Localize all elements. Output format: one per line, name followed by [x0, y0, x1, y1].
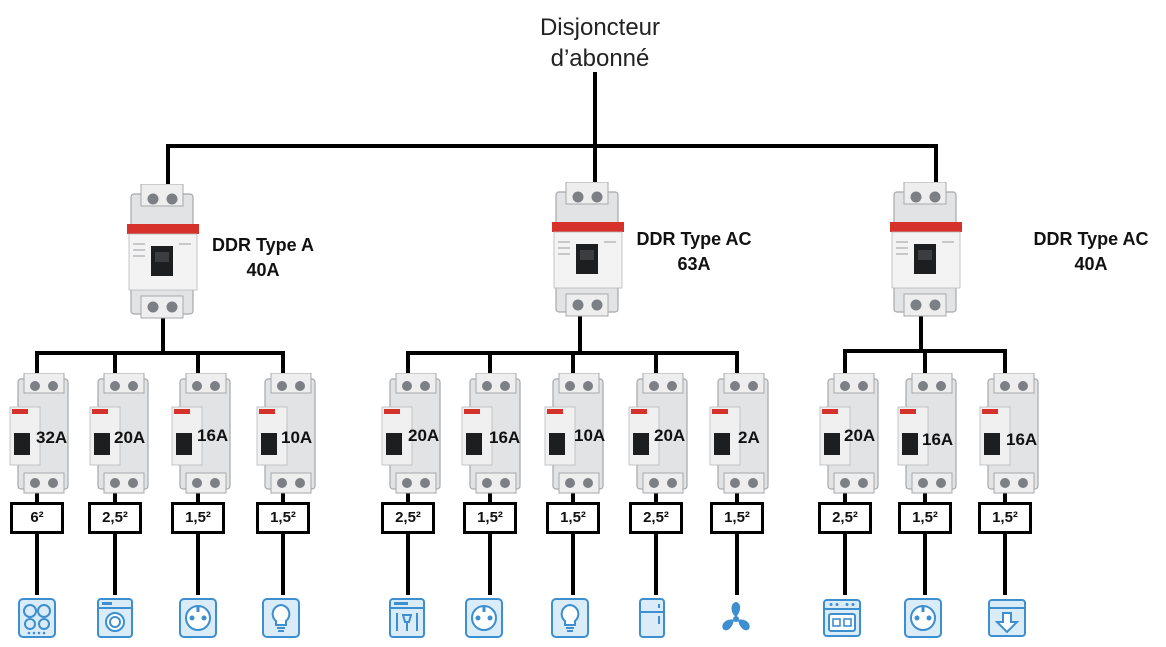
- breaker-rating: 10A: [574, 426, 606, 445]
- cable-section-box: 2,5²: [629, 502, 683, 534]
- fan-icon: [722, 602, 750, 631]
- ddr-type: DDR Type AC: [1033, 229, 1149, 249]
- ddr-type: DDR Type A: [211, 235, 314, 255]
- breaker-rating: 20A: [408, 426, 440, 445]
- ddr-device-2: [552, 182, 624, 317]
- ddr-device-1: [127, 184, 199, 319]
- breaker-rating: 16A: [197, 426, 229, 445]
- cable-section-box: 1,5²: [463, 502, 517, 534]
- ddr-label-3: DDR Type AC 40A: [1024, 227, 1158, 277]
- ddr-type: DDR Type AC: [636, 229, 752, 249]
- ddr-rating: 40A: [1074, 254, 1108, 274]
- cable-section-box: 6²: [10, 502, 64, 534]
- ddr-label-2: DDR Type AC 63A: [628, 227, 760, 277]
- oven-icon: [823, 599, 861, 637]
- dishwasher-icon: [389, 598, 425, 638]
- socket-icon: [179, 598, 217, 638]
- cooktop-icon: [18, 598, 56, 638]
- cable-section-box: 1,5²: [978, 502, 1032, 534]
- breaker-rating: 20A: [844, 426, 876, 445]
- light-bulb-icon: [551, 598, 589, 638]
- breaker-rating: 16A: [1006, 430, 1038, 449]
- ddr-rating: 40A: [246, 260, 280, 280]
- cable-section-box: 1,5²: [171, 502, 225, 534]
- cable-section-box: 2,5²: [381, 502, 435, 534]
- light-bulb-icon: [262, 598, 300, 638]
- main-breaker-label: Disjoncteur d’abonné: [495, 12, 705, 74]
- cable-section-box: 1,5²: [546, 502, 600, 534]
- main-breaker-label-line1: Disjoncteur: [539, 14, 661, 41]
- socket-icon: [465, 598, 503, 638]
- washing-machine-icon: [97, 598, 133, 638]
- ddr-rating: 63A: [677, 254, 711, 274]
- main-breaker-label-line2: d’abonné: [550, 45, 650, 72]
- water-heater-icon: [988, 599, 1026, 637]
- breaker-rating: 20A: [114, 428, 146, 447]
- breaker-rating: 32A: [36, 428, 68, 447]
- breaker-rating: 16A: [489, 428, 521, 447]
- cable-section-box: 2,5²: [818, 502, 872, 534]
- cable-section-box: 2,5²: [88, 502, 142, 534]
- cable-section-box: 1,5²: [710, 502, 764, 534]
- breaker-rating: 10A: [281, 428, 313, 447]
- socket-icon: [904, 598, 942, 638]
- breaker-rating: 2A: [738, 428, 760, 447]
- cable-section-box: 1,5²: [898, 502, 952, 534]
- refrigerator-icon: [639, 598, 665, 638]
- breaker-rating: 20A: [654, 426, 686, 445]
- breaker-rating: 16A: [922, 430, 954, 449]
- cable-section-box: 1,5²: [256, 502, 310, 534]
- ddr-device-3: [890, 182, 962, 317]
- ddr-label-1: DDR Type A 40A: [203, 233, 323, 283]
